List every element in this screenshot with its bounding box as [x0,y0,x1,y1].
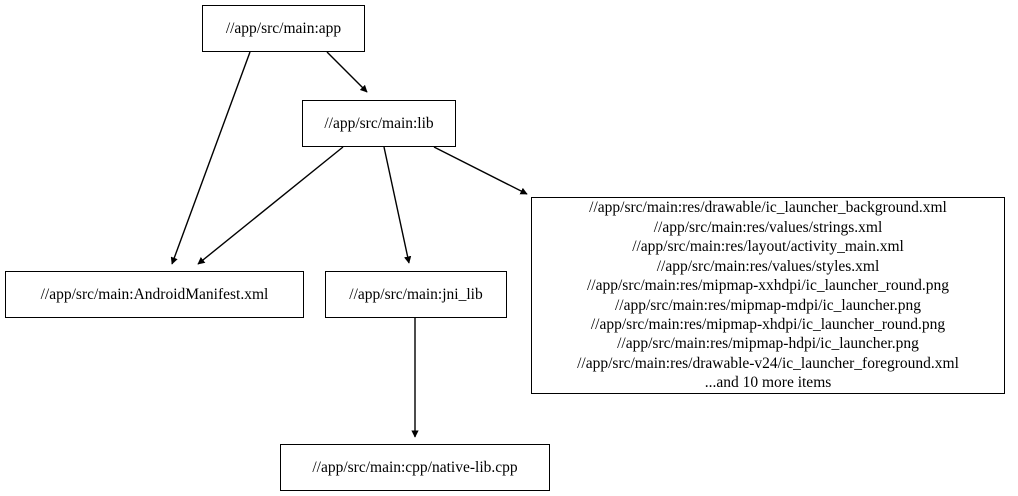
graph-node-app-label: //app/src/main:app [225,19,342,37]
graph-node-lib[interactable]: //app/src/main:lib [302,100,456,147]
graph-node-android-manifest[interactable]: //app/src/main:AndroidManifest.xml [5,271,304,318]
graph-node-jni-lib-label: //app/src/main:jni_lib [349,285,483,303]
graph-node-android-manifest-label: //app/src/main:AndroidManifest.xml [40,285,269,303]
graph-node-lib-label: //app/src/main:lib [324,114,434,132]
graph-node-native-lib-cpp[interactable]: //app/src/main:cpp/native-lib.cpp [280,444,550,491]
graph-node-res-bundle-label: //app/src/main:res/drawable/ic_launcher_… [577,199,959,392]
graph-node-app[interactable]: //app/src/main:app [202,5,365,52]
edge-lib-to-jni [383,146,412,264]
edge-app-to-manifest [170,51,251,265]
graph-node-native-lib-cpp-label: //app/src/main:cpp/native-lib.cpp [312,458,518,476]
edge-lib-to-manifest [197,146,344,265]
edge-app-to-lib [326,51,368,93]
graph-node-res-bundle[interactable]: //app/src/main:res/drawable/ic_launcher_… [531,197,1005,394]
edge-lib-to-res [433,146,528,195]
graph-node-jni-lib[interactable]: //app/src/main:jni_lib [325,271,507,318]
